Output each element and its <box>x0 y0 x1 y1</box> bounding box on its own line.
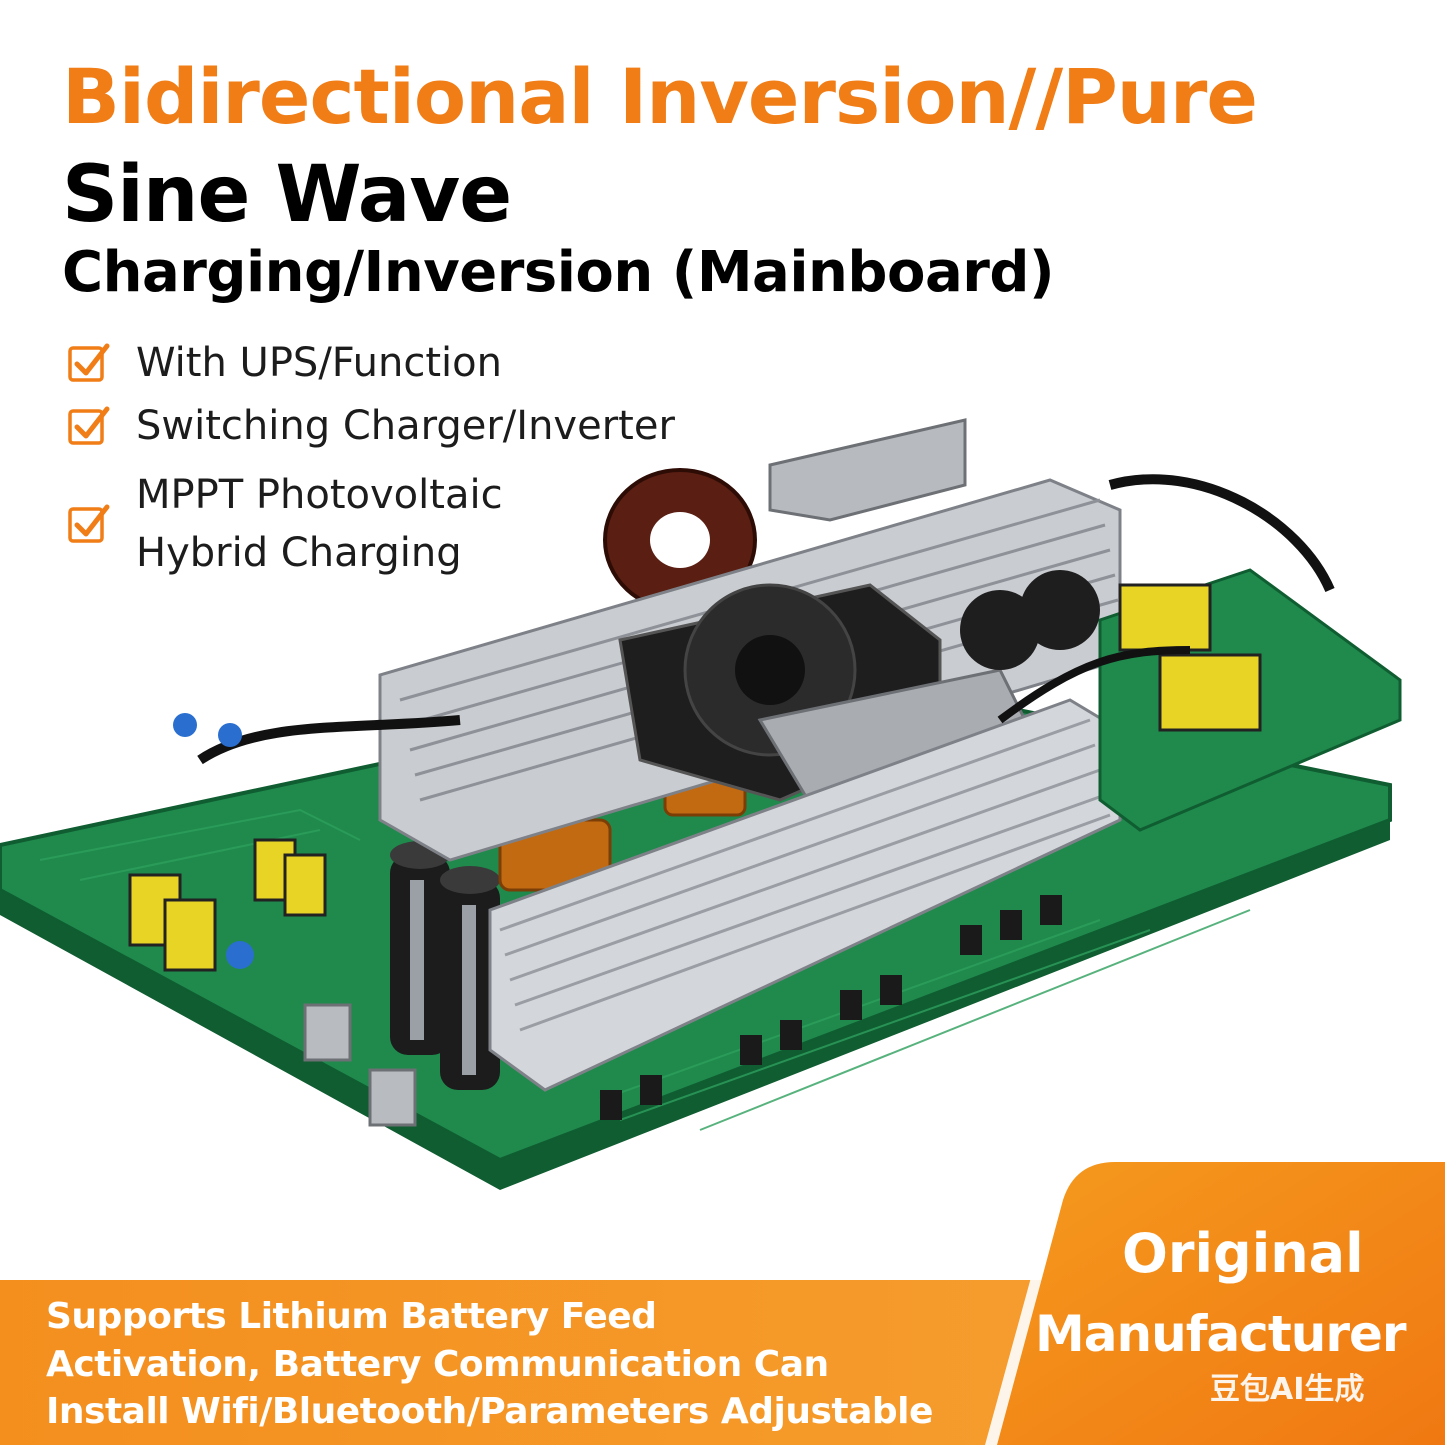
headline-line-1: Bidirectional Inversion//Pure <box>62 52 1258 141</box>
banner-line-3: Install Wifi/Bluetooth/Parameters Adjust… <box>46 1391 933 1432</box>
checkbox-check-icon <box>66 340 112 386</box>
mainboard-illustration <box>0 418 1402 1190</box>
transformer-left <box>128 838 327 972</box>
badge-line-1: Original <box>1122 1222 1364 1285</box>
banner-line-1: Supports Lithium Battery Feed <box>46 1296 657 1337</box>
checkbox-check-icon <box>66 403 112 449</box>
feature-item-switching: Switching Charger/Inverter <box>66 397 675 455</box>
feature-item-ups: With UPS/Function <box>66 334 502 392</box>
banner-line-2: Activation, Battery Communication Can <box>46 1344 829 1385</box>
transformer-right <box>1118 583 1262 732</box>
headline-line-2: Sine Wave <box>62 150 512 240</box>
headline-line-3: Charging/Inversion (Mainboard) <box>62 240 1055 305</box>
badge-line-2: Manufacturer <box>1035 1305 1407 1363</box>
ai-watermark: 豆包AI生成 <box>1210 1372 1365 1407</box>
manufacturer-badge <box>985 1150 1445 1445</box>
feature-label-line-1: MPPT Photovoltaic <box>136 472 503 518</box>
feature-label: With UPS/Function <box>136 340 502 386</box>
feature-label: Switching Charger/Inverter <box>136 403 675 449</box>
feature-item-mppt: MPPT Photovoltaic Hybrid Charging <box>66 466 503 582</box>
heatsink-front <box>488 698 1122 1092</box>
checkbox-check-icon <box>66 501 112 547</box>
capacitor-bank <box>390 841 500 1090</box>
feature-label-group: MPPT Photovoltaic Hybrid Charging <box>136 466 503 582</box>
feature-label-line-2: Hybrid Charging <box>136 530 462 576</box>
mosfet-row <box>600 895 1062 1120</box>
